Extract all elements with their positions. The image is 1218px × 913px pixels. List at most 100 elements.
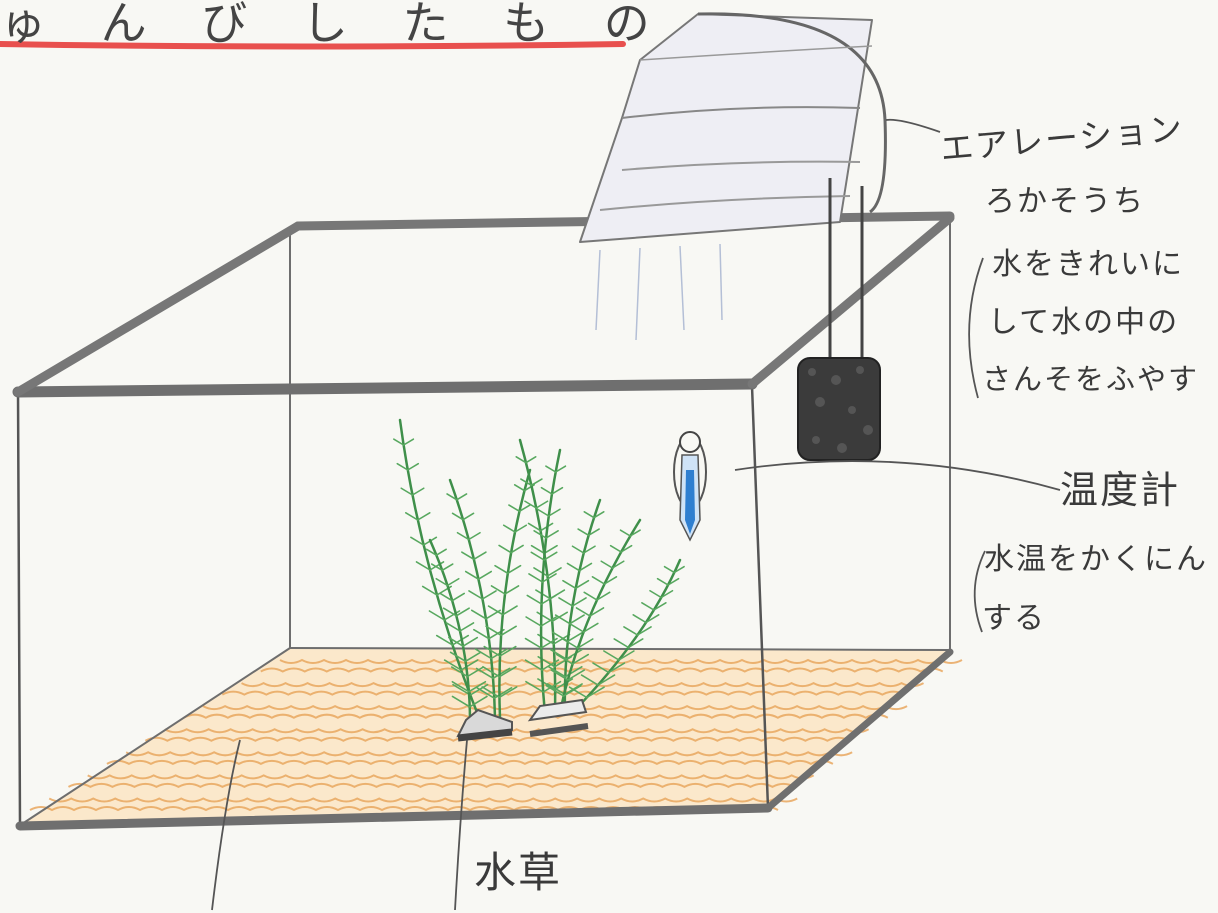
plant-leaf	[536, 611, 554, 623]
plant-leaf	[500, 625, 517, 637]
plant-leaf	[592, 662, 610, 674]
plant-leaf	[540, 616, 557, 627]
plant-leaf	[525, 616, 542, 627]
plant-leaf	[589, 607, 605, 617]
plant-leaf	[641, 601, 655, 611]
plant-leaf	[462, 512, 475, 521]
plant-leaf	[473, 551, 487, 561]
plant-leaf	[582, 622, 599, 633]
plant-leaf	[596, 591, 611, 601]
plant-leaf	[441, 563, 454, 572]
plant-leaf	[583, 511, 595, 519]
plant-leaf	[528, 573, 544, 583]
plant-leaf	[568, 622, 585, 633]
plant-leaf	[445, 622, 461, 632]
plant-leaf	[629, 529, 641, 537]
plant-leaf	[530, 551, 545, 561]
plant-leaf	[451, 695, 471, 708]
water-plant	[393, 418, 685, 724]
plant-leaf	[576, 638, 594, 649]
gravel-stroke	[164, 728, 870, 734]
plant-leaf	[558, 597, 574, 607]
plant-leaf	[490, 585, 506, 595]
plant-leaf	[402, 438, 415, 446]
plant-leaf	[451, 592, 466, 602]
plant-leaf	[578, 562, 593, 572]
plant-leaf	[494, 564, 509, 575]
plant-leaf	[498, 686, 518, 699]
plant-leaf	[613, 638, 630, 649]
plant-pots	[456, 698, 589, 742]
plant-leaf	[515, 456, 527, 464]
plant-leaf	[518, 504, 531, 513]
plant-leaf	[571, 653, 590, 665]
plant-leaf	[524, 659, 543, 671]
plant-leaf	[462, 636, 479, 647]
plant-leaf	[474, 648, 493, 660]
plant-leaf	[546, 683, 566, 696]
plant-leaf	[673, 565, 685, 574]
plant-leaf	[541, 659, 560, 671]
plant-leaf	[583, 591, 598, 601]
plant-leaf	[524, 500, 538, 509]
plant-leaf	[547, 665, 567, 678]
plant-leaf	[411, 487, 425, 496]
gravel-stroke	[241, 681, 925, 688]
plant-leaf	[450, 666, 469, 678]
plant-leaf	[580, 674, 599, 686]
plant-leaf	[460, 659, 479, 671]
plant-leaf	[393, 438, 405, 446]
plant-leaf	[603, 575, 618, 585]
plant-leaf	[565, 648, 583, 660]
filter-description-line: さんそをふやす	[982, 362, 1200, 396]
plant-leaf	[443, 610, 461, 621]
plant-leaf	[660, 589, 674, 599]
plant-leaf	[435, 577, 449, 587]
plant-leaf	[468, 680, 487, 693]
plant-leaf	[536, 508, 550, 517]
plant-leaf	[653, 601, 667, 611]
plant-leaf	[591, 575, 606, 585]
heading-underline	[0, 41, 626, 50]
plant-leaf	[435, 548, 447, 556]
plant-leaf	[473, 628, 490, 640]
plant-leaf	[501, 605, 518, 616]
plant-leaf	[530, 544, 546, 555]
heading-text: ゅ ん び し た も の	[0, 0, 670, 50]
air-pump-filter	[579, 12, 887, 461]
plant-leaf	[455, 607, 470, 617]
plant-leaf	[619, 529, 632, 537]
aquarium-tank	[12, 211, 955, 831]
plant-leaf	[520, 478, 533, 487]
plant-leaf	[506, 564, 522, 575]
gravel-stroke	[87, 774, 815, 780]
plant-leaf	[461, 551, 475, 561]
plant-leaf	[568, 686, 588, 699]
plant-leaf	[540, 637, 558, 649]
waterweed-label: 水草	[474, 848, 563, 897]
plant-leaf	[485, 625, 502, 637]
plant-leaf	[551, 486, 564, 495]
filter-label: ろかそうち	[985, 184, 1145, 219]
plant-leaf	[527, 522, 542, 532]
plant-leaf	[406, 462, 420, 471]
plant-leaf	[546, 567, 562, 577]
thermometer-description-line: する	[982, 601, 1046, 636]
plant-leaf	[547, 508, 561, 517]
plant-leaf	[663, 565, 676, 574]
plant-leaf	[554, 678, 574, 691]
gravel-stroke	[48, 797, 798, 803]
plant-leaf	[632, 614, 647, 624]
plant-leaf	[600, 560, 614, 569]
plant-leaf	[627, 638, 644, 649]
plant-leaf	[656, 577, 669, 586]
plant-leaf	[569, 614, 585, 625]
plant-leaf	[400, 487, 414, 496]
plant-leaf	[611, 560, 625, 569]
thermometer-description-line: 水温をかくにん	[984, 542, 1208, 577]
plant-leaf	[470, 609, 487, 620]
plant-leaf	[477, 570, 493, 580]
plant-leaf	[448, 636, 464, 647]
plant-leaf	[446, 493, 458, 501]
plant-leaf	[540, 486, 553, 495]
